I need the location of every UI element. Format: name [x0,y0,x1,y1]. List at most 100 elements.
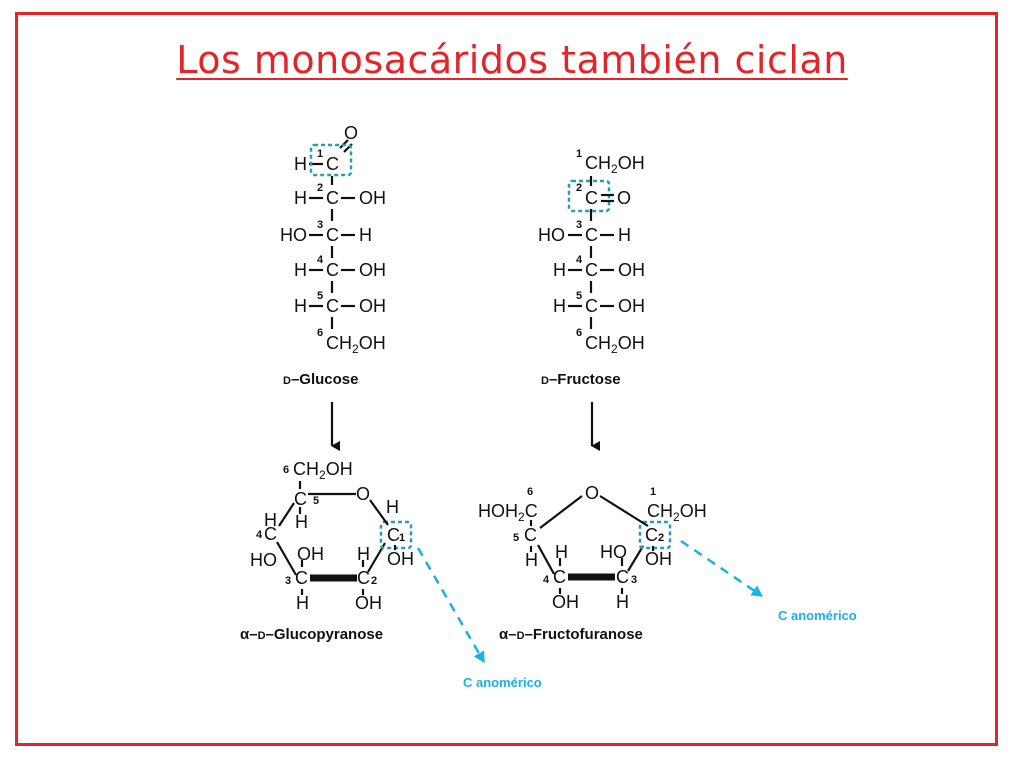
glucose-c3: C [326,225,339,245]
glucose-c4: C [326,260,339,280]
glucopyranose-c1-h: H [386,497,399,517]
fructofuranose-c5-h: H [525,550,538,570]
glucose-num-4: 4 [317,254,324,266]
fructose-c4-oh: OH [618,260,645,280]
glucose-c1-highlight-box [309,143,353,177]
glucopyranose-label-prefix: D [258,630,266,642]
fructofuranose-c4-h: H [555,542,568,562]
glucose-c6-ch2oh: CH2OH [326,333,386,356]
fructofuranose-ring: O 6 HOH2C 5 C H 4 C H OH C 3 HO H C 2 1 … [478,483,707,643]
fructose-num-1: 1 [576,148,582,160]
fructofuranose-c3-h: H [616,592,629,612]
fructose-open-chain: 1 CH2OH 2 C O HO 3 C H H 4 C OH H 5 C OH [538,148,645,388]
anomeric-label-right: C anomérico [778,608,857,623]
fructose-c5: C [585,296,598,316]
fructose-num-3: 3 [576,219,582,231]
glucose-num-1: 1 [317,148,323,160]
glucopyranose-num-5: 5 [313,495,319,507]
glucose-c4-oh: OH [359,260,386,280]
glucose-c5: C [326,296,339,316]
fructofuranose-label: α–D–Fructofuranose [499,626,643,643]
fructofuranose-c4-oh: OH [552,592,579,612]
fructofuranose-c6-hoh2c: HOH2C [478,501,538,524]
glucopyranose-num-1: 1 [399,532,405,544]
glucose-c1: C [326,154,339,174]
fructose-num-2: 2 [576,182,582,194]
anomeric-arrow-left [416,547,486,663]
fructofuranose-c2-highlight-box [638,520,672,550]
fructose-c4: C [585,260,598,280]
fructofuranose-label-name: Fructofuranose [533,626,643,643]
fructofuranose-c4: C [553,567,566,587]
glucose-label: D–Glucose [283,371,358,388]
glucopyranose-c2: C [357,568,370,588]
glucose-label-prefix: D [283,375,291,387]
glucose-c3-ho: HO [280,225,307,245]
fructose-c1-ch2oh: CH2OH [585,153,645,176]
glucose-c4-h: H [294,260,307,280]
glucose-c1-h: H [294,154,307,174]
glucopyranose-num-4: 4 [256,529,263,541]
glucopyranose-c2-h: H [357,544,370,564]
glucopyranose-c4-ho: HO [250,550,277,570]
slide-frame [15,12,998,746]
fructofuranose-c2-oh: OH [645,549,672,569]
fructose-c5-h: H [553,296,566,316]
fructose-c4-h: H [553,260,566,280]
fructose-num-5: 5 [576,290,582,302]
slide-title: Los monosacáridos también ciclan [176,38,848,82]
glucose-num-5: 5 [317,290,323,302]
fructofuranose-ring-oxygen: O [585,483,599,503]
fructofuranose-c3-ho: HO [600,542,627,562]
glucopyranose-c2-oh: OH [355,593,382,613]
glucopyranose-num-3: 3 [285,575,291,587]
glucose-num-2: 2 [317,182,323,194]
glucopyranose-label-alpha: α [240,626,250,643]
fructofuranose-num-3: 3 [631,574,637,586]
anomeric-arrow-right [680,539,763,598]
fructofuranose-label-prefix: D [517,630,525,642]
fructose-c3-ho: HO [538,225,565,245]
fructose-num-6: 6 [576,327,582,339]
glucopyranose-ring-oxygen: O [356,484,370,504]
glucose-c2: C [326,188,339,208]
fructose-c2: C [585,188,598,208]
glucopyranose-c1-oh: OH [387,549,414,569]
fructofuranose-label-alpha: α [499,626,509,643]
fructofuranose-num-5: 5 [513,532,519,544]
fructose-c5-oh: OH [618,296,645,316]
fructose-num-4: 4 [576,254,583,266]
fructofuranose-c2: C [645,525,658,545]
fructofuranose-c1-ch2oh: CH2OH [647,501,707,524]
glucose-c5-oh: OH [359,296,386,316]
fructose-label-name: Fructose [557,371,620,388]
glucose-label-name: Glucose [299,371,358,388]
glucopyranose-label: α–D–Glucopyranose [240,626,383,643]
fructose-label-prefix: D [541,375,549,387]
glucopyranose-num-2: 2 [371,575,377,587]
fructose-c6-ch2oh: CH2OH [585,333,645,356]
fructofuranose-c3: C [616,567,629,587]
anomeric-label-left: C anomérico [463,675,542,690]
fructofuranose-num-4: 4 [543,574,550,586]
glucose-num-6: 6 [317,327,323,339]
fructose-c2-oxygen: O [617,188,631,208]
glucopyranose-c4-h: H [264,510,277,530]
fructose-c3: C [585,225,598,245]
fructofuranose-c5: C [524,525,537,545]
glucose-c3-h: H [359,225,372,245]
glucopyranose-num-6: 6 [283,464,289,476]
fructofuranose-num-2: 2 [658,532,664,544]
glucose-c1-oxygen: O [344,123,358,143]
glucose-c2-oh: OH [359,188,386,208]
glucopyranose-c5: C [294,489,307,509]
fructose-c3-h: H [618,225,631,245]
glucose-num-3: 3 [317,219,323,231]
glucopyranose-c5-h: H [295,512,308,532]
glucopyranose-c4: C [264,524,277,544]
fructose-label: D–Fructose [541,371,621,388]
fructofuranose-num-1: 1 [650,486,656,498]
glucopyranose-ring: 6 CH2OH C 5 O H 4 C H HO 3 C OH H C 2 H … [240,459,414,643]
fructofuranose-num-6: 6 [527,486,533,498]
